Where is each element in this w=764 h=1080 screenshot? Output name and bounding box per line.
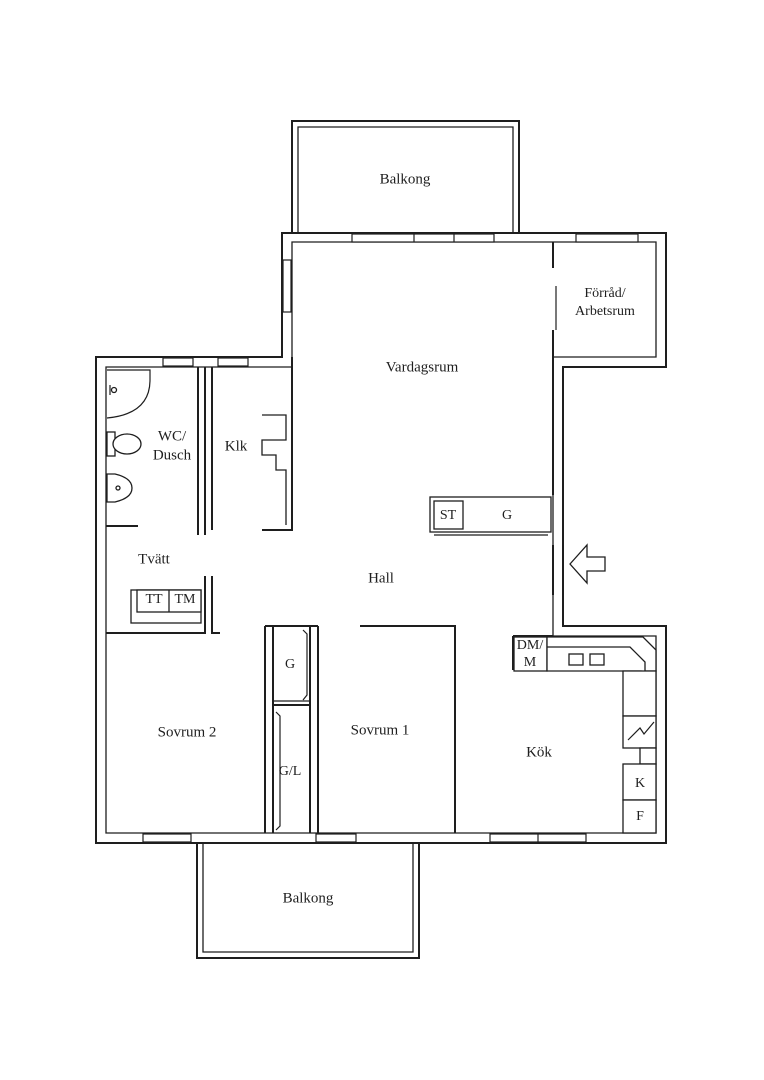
- room-label-forrad-line2: Arbetsrum: [575, 304, 635, 319]
- arrow-left-icon: [569, 543, 606, 585]
- fixture-label-dm-line2: M: [524, 655, 537, 670]
- room-label-balkong-top: Balkong: [380, 171, 431, 187]
- room-label-tvatt: Tvätt: [138, 551, 170, 567]
- room-label-wc-line2: Dusch: [153, 447, 192, 463]
- laundry-machines: [130, 589, 202, 624]
- balcony-bottom: [196, 843, 420, 959]
- fixture-label-tt: TT: [145, 592, 163, 607]
- room-label-klk: Klk: [225, 438, 248, 454]
- fixture-label-gl-closet: G/L: [279, 764, 302, 779]
- fixture-label-g-hall: G: [502, 508, 512, 523]
- windows: [142, 233, 639, 843]
- wc-fixtures: [106, 385, 142, 503]
- fixture-label-st: ST: [440, 508, 457, 523]
- fixture-label-k: K: [635, 776, 645, 791]
- hall-wardrobe: [429, 496, 552, 536]
- kitchen: [513, 636, 657, 834]
- balcony-top: [291, 120, 520, 233]
- fixture-label-g-closet: G: [285, 657, 295, 672]
- room-label-sovrum1: Sovrum 1: [351, 722, 410, 738]
- room-label-vardagsrum: Vardagsrum: [386, 359, 459, 375]
- doors: [106, 286, 557, 419]
- fixture-label-dm-line1: DM/: [517, 638, 544, 653]
- interior-walls: [106, 242, 554, 833]
- fixture-label-tm: TM: [175, 592, 197, 607]
- shower-tap-icon: [109, 385, 118, 395]
- closet-doors: [275, 629, 308, 831]
- exterior-walls: [95, 232, 667, 844]
- toilet-icon: [106, 431, 142, 457]
- room-label-wc-line1: WC/: [158, 428, 187, 444]
- room-label-sovrum2: Sovrum 2: [158, 724, 217, 740]
- room-label-balkong-bottom: Balkong: [283, 890, 334, 906]
- sink-icon: [106, 473, 133, 503]
- room-label-kok: Kök: [526, 744, 552, 760]
- fixture-label-f: F: [636, 809, 644, 824]
- room-label-forrad-line1: Förråd/: [584, 286, 625, 301]
- room-label-hall: Hall: [368, 570, 394, 586]
